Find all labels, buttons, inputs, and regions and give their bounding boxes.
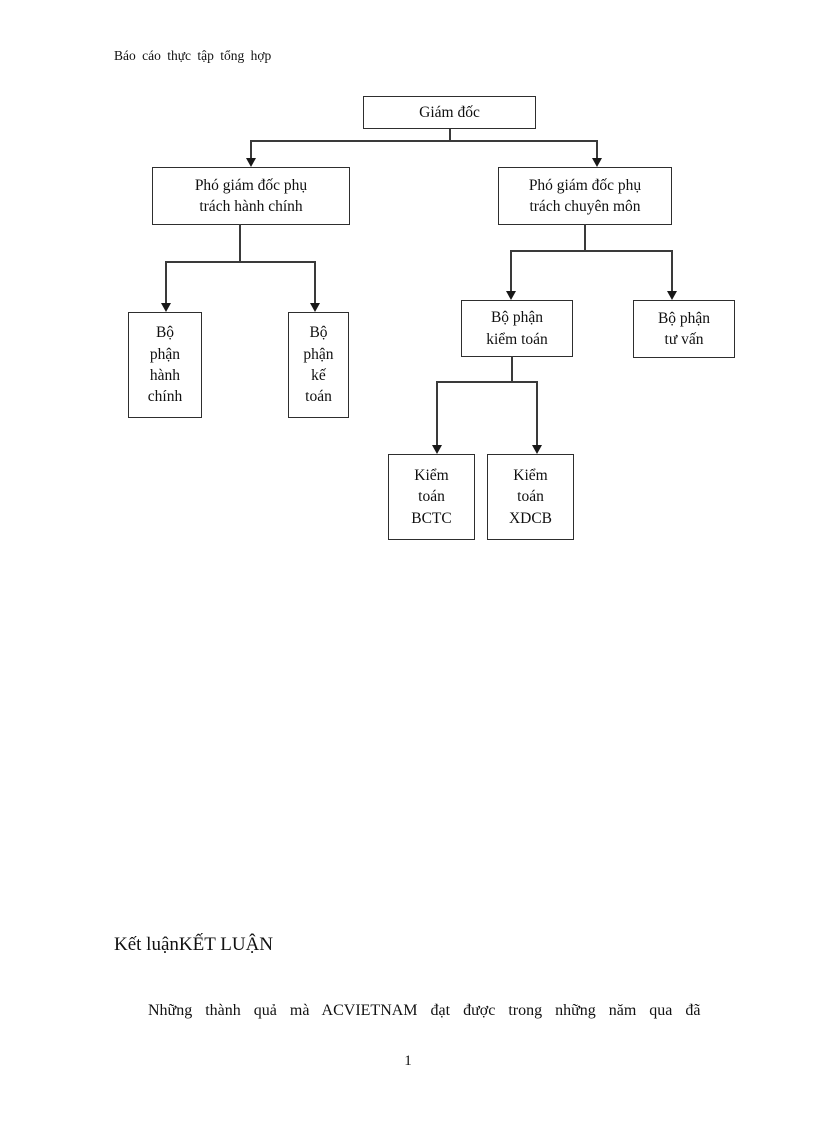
connector-line xyxy=(239,224,241,262)
body-paragraph: Những thành quả mà ACVIETNAM đạt được tr… xyxy=(148,1002,701,1019)
org-box-bp-tu-van: Bộ phận tư vấn xyxy=(633,300,735,358)
conclusion-heading-normal: Kết luận xyxy=(114,934,179,955)
org-box-label: Kiểm toán BCTC xyxy=(411,466,452,527)
connector-line xyxy=(437,381,538,383)
connector-arrowhead xyxy=(246,158,256,167)
connector-line xyxy=(165,261,167,304)
connector-line xyxy=(449,129,451,142)
org-box-label: Bộ phận kiểm toán xyxy=(486,309,548,348)
org-box-label: Kiểm toán XDCB xyxy=(508,466,553,527)
org-box-label: Phó giám đốc phụ trách hành chính xyxy=(194,176,308,215)
connector-line xyxy=(251,140,598,142)
org-box-pho-hanh-chinh: Phó giám đốc phụ trách hành chính xyxy=(152,167,350,225)
org-box-label: Phó giám đốc phụ trách chuyên môn xyxy=(528,176,642,215)
connector-line xyxy=(436,381,438,446)
conclusion-heading: Kết luậnKẾT LUẬN xyxy=(114,934,273,956)
org-box-bp-hanh-chinh: Bộ phận hành chính xyxy=(128,312,202,418)
connector-arrowhead xyxy=(667,291,677,300)
org-box-label: Bộ phận tư vấn xyxy=(657,309,711,348)
connector-line xyxy=(511,356,513,383)
org-box-bp-kiem-toan: Bộ phận kiểm toán xyxy=(461,300,573,357)
connector-line xyxy=(596,140,598,159)
page-number: 1 xyxy=(404,1053,412,1069)
connector-line xyxy=(510,250,512,292)
connector-arrowhead xyxy=(161,303,171,312)
connector-line xyxy=(511,250,672,252)
org-box-label: Giám đốc xyxy=(419,103,480,121)
connector-line xyxy=(536,381,538,446)
conclusion-heading-caps: KẾT LUẬN xyxy=(178,934,274,955)
connector-arrowhead xyxy=(532,445,542,454)
org-box-kiem-toan-xdcb: Kiểm toán XDCB xyxy=(487,454,574,540)
org-box-giam-doc: Giám đốc xyxy=(363,96,536,129)
connector-line xyxy=(250,140,252,159)
connector-line xyxy=(584,224,586,252)
org-box-pho-chuyen-mon: Phó giám đốc phụ trách chuyên môn xyxy=(498,167,672,225)
connector-arrowhead xyxy=(432,445,442,454)
document-header-text: Báo cáo thực tập tổng hợp xyxy=(114,48,272,63)
connector-line xyxy=(671,250,673,292)
org-box-label: Bộ phận kế toán xyxy=(303,324,334,406)
org-box-kiem-toan-bctc: Kiểm toán BCTC xyxy=(388,454,475,540)
org-box-bp-ke-toan: Bộ phận kế toán xyxy=(288,312,349,418)
org-box-label: Bộ phận hành chính xyxy=(147,324,183,406)
connector-line xyxy=(166,261,316,263)
connector-arrowhead xyxy=(506,291,516,300)
connector-line xyxy=(314,261,316,304)
connector-arrowhead xyxy=(310,303,320,312)
connector-arrowhead xyxy=(592,158,602,167)
